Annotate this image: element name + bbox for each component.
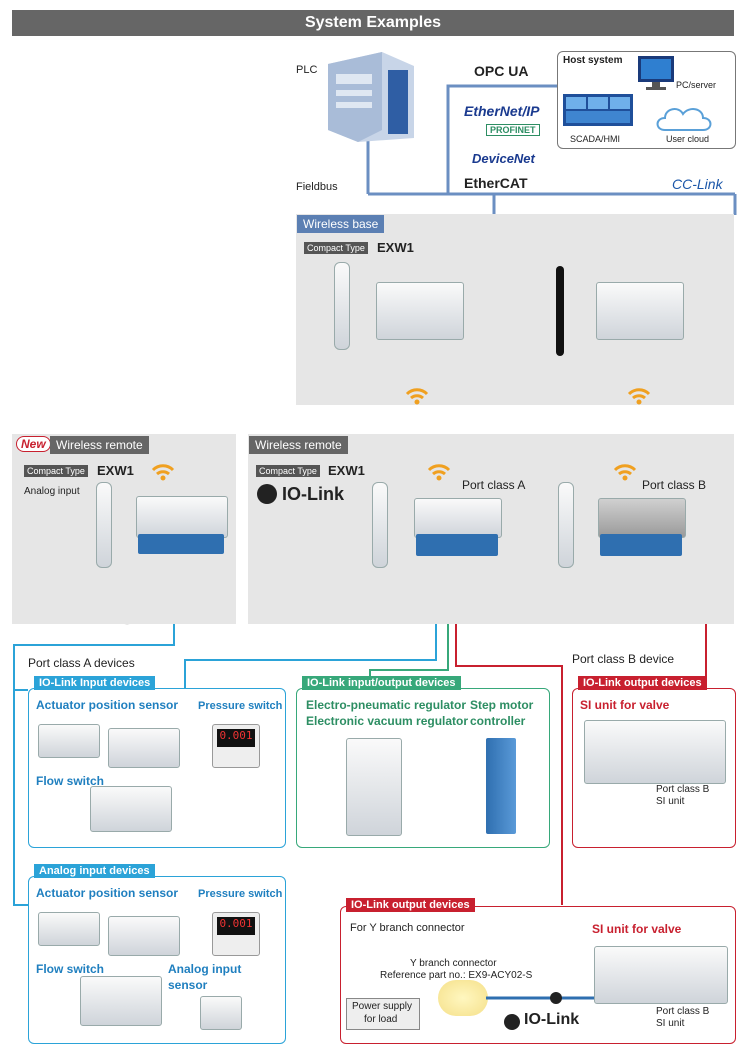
box-title: Analog input devices bbox=[34, 864, 155, 878]
sensor-probe bbox=[334, 262, 350, 350]
iolink-logo-text: IO-Link bbox=[524, 1011, 580, 1028]
device-label: Flow switch bbox=[36, 774, 105, 788]
protocol-profinet: PROFINET bbox=[486, 124, 540, 136]
scada-icon bbox=[563, 94, 633, 135]
si-unit-label: SI unit bbox=[656, 796, 685, 807]
actuator-image bbox=[108, 916, 180, 956]
device-label: Actuator position sensor bbox=[36, 886, 179, 900]
remote-unit-base bbox=[416, 534, 498, 556]
analog-input-label: Analog input bbox=[24, 486, 80, 497]
regulator-image bbox=[346, 738, 402, 836]
protocol-ethercat: EtherCAT bbox=[464, 175, 528, 191]
wireless-remote-unit bbox=[598, 498, 686, 538]
device-label: Actuator position sensor bbox=[36, 698, 179, 712]
wifi-icon bbox=[150, 462, 176, 487]
pc-server-label: PC/server bbox=[676, 80, 717, 90]
device-label: sensor bbox=[168, 978, 208, 992]
monitor-icon bbox=[636, 54, 682, 97]
page-title: System Examples bbox=[12, 10, 734, 36]
compact-type-label: Compact Type bbox=[304, 242, 368, 254]
user-cloud-label: User cloud bbox=[666, 134, 710, 144]
y-branch-connector-image bbox=[438, 980, 488, 1016]
wireless-remote-unit bbox=[414, 498, 502, 538]
device-label: SI unit for valve bbox=[580, 698, 670, 712]
iolink-logo-icon bbox=[257, 484, 277, 504]
iolink-logo-icon bbox=[504, 1014, 520, 1030]
protocol-devicenet: DeviceNet bbox=[472, 151, 535, 166]
compact-type-label: Compact Type bbox=[24, 465, 88, 477]
device-label: Electronic vacuum regulator bbox=[306, 714, 469, 728]
iolink-logo-text: IO-Link bbox=[282, 484, 344, 504]
plc-cabinet-icon bbox=[322, 48, 416, 144]
host-system-title: Host system bbox=[563, 55, 623, 66]
si-unit-valve-image bbox=[594, 946, 728, 1004]
device-label: Electro-pneumatic regulator bbox=[306, 698, 467, 712]
actuator-image bbox=[38, 724, 100, 758]
box-title: IO-Link Input devices bbox=[34, 676, 156, 690]
port-b-device-label: Port class B device bbox=[572, 652, 675, 666]
wireless-remote-tag: Wireless remote bbox=[249, 436, 348, 454]
port-b-label: Port class B bbox=[656, 784, 710, 795]
antenna-icon bbox=[556, 266, 564, 356]
power-supply-label: for load bbox=[364, 1014, 398, 1025]
device-label: Step motor bbox=[470, 698, 534, 712]
wireless-remote-tag: Wireless remote bbox=[50, 436, 149, 454]
device-label: SI unit for valve bbox=[592, 922, 682, 936]
actuator-image bbox=[38, 912, 100, 946]
power-supply-label: Power supply bbox=[352, 1001, 413, 1012]
wifi-icon bbox=[626, 386, 652, 411]
model-label: EXW1 bbox=[377, 240, 414, 255]
new-badge: New bbox=[16, 436, 51, 452]
box-title: IO-Link output devices bbox=[578, 676, 707, 690]
device-label: controller bbox=[470, 714, 526, 728]
protocol-ethernetip: EtherNet/IP bbox=[464, 103, 540, 119]
analog-sensor-image bbox=[200, 996, 242, 1030]
fieldbus-label: Fieldbus bbox=[296, 181, 338, 193]
wifi-icon bbox=[404, 386, 430, 411]
for-y-branch-label: For Y branch connector bbox=[350, 922, 465, 934]
reference-part-label: Reference part no.: EX9-ACY02-S bbox=[380, 970, 533, 981]
y-branch-label: Y branch connector bbox=[410, 958, 497, 969]
wireless-base-tag: Wireless base bbox=[297, 215, 385, 233]
wireless-remote-unit bbox=[136, 496, 228, 538]
box-title: IO-Link output devices bbox=[346, 898, 475, 912]
sensor-probe bbox=[558, 482, 574, 568]
box-title: IO-Link input/output devices bbox=[302, 676, 461, 690]
si-unit-valve-image bbox=[584, 720, 726, 784]
model-label: EXW1 bbox=[328, 463, 365, 478]
plc-label: PLC bbox=[296, 64, 318, 76]
y-branch-cable bbox=[486, 992, 594, 1004]
port-class-b-label: Port class B bbox=[642, 478, 707, 492]
wireless-base-unit bbox=[376, 282, 464, 340]
pressure-switch-image: 0.001 bbox=[212, 912, 260, 956]
remote-unit-base bbox=[138, 534, 224, 554]
step-motor-controller-image bbox=[486, 738, 516, 834]
port-b-label: Port class B bbox=[656, 1006, 710, 1017]
wifi-icon bbox=[612, 462, 638, 487]
power-supply-box bbox=[346, 998, 420, 1030]
protocol-cclink: CC-Link bbox=[672, 176, 723, 192]
device-label: Analog input bbox=[168, 962, 242, 976]
flow-switch-image bbox=[90, 786, 172, 832]
device-label: Pressure switch bbox=[198, 700, 283, 712]
wifi-icon bbox=[426, 462, 452, 487]
device-label: Flow switch bbox=[36, 962, 105, 976]
remote-unit-base bbox=[600, 534, 682, 556]
scada-label: SCADA/HMI bbox=[570, 134, 621, 144]
port-class-a-label: Port class A bbox=[462, 478, 526, 492]
device-label: Pressure switch bbox=[198, 888, 283, 900]
pressure-switch-image: 0.001 bbox=[212, 724, 260, 768]
wireless-base-unit bbox=[596, 282, 684, 340]
sensor-probe bbox=[372, 482, 388, 568]
sensor-probe bbox=[96, 482, 112, 568]
actuator-image bbox=[108, 728, 180, 768]
si-unit-label: SI unit bbox=[656, 1018, 685, 1029]
flow-switch-image bbox=[80, 976, 162, 1026]
port-a-devices-label: Port class A devices bbox=[28, 656, 135, 670]
model-label: EXW1 bbox=[97, 463, 134, 478]
compact-type-label: Compact Type bbox=[256, 465, 320, 477]
protocol-opcua: OPC UA bbox=[474, 63, 529, 79]
cloud-icon bbox=[655, 104, 715, 137]
